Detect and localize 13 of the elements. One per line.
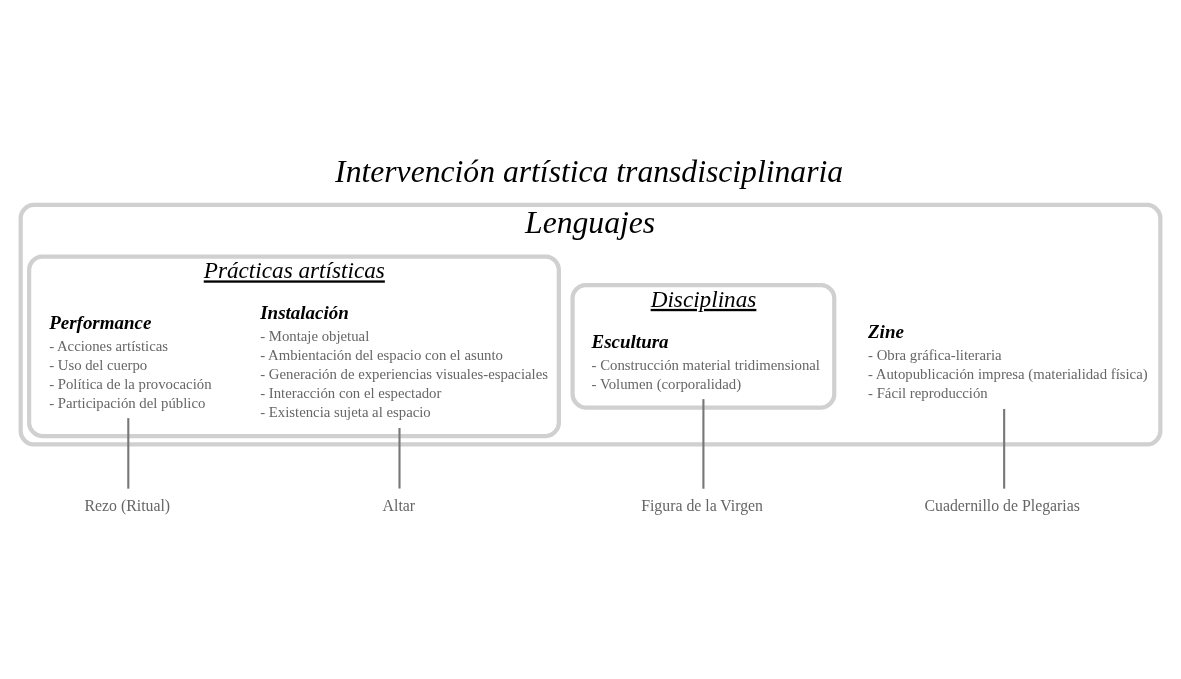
connector [1003,408,1006,489]
connector [702,398,705,489]
connector [398,427,401,489]
node-text: Altar [382,496,416,514]
diagram-title: Intervención artística transdisciplinaria [335,153,844,189]
node-text: Rezo (Ritual) [84,496,171,514]
node-text: Escultura - Construcción material tridimensional - Volumen (corporalidad) [591,330,820,392]
node-text: Instalación - Montaje objetual - Ambientación del espacio con el asunto - Generación de experiencias visuales-espaciales - Interacción con el espectador - Existencia sujeta al espacio [260,301,548,420]
node-text: Cuadernillo de Plegarias [924,496,1080,514]
node-text: Performance - Acciones artísticas - Uso del cuerpo - Política de la provocación - Participación del público [49,311,212,411]
node-text: Figura de la Virgen [641,496,764,514]
connector [127,417,130,489]
node-text: Zine - Obra gráfica-literaria - Autopublicación impresa (materialidad física) - Fácil reproducción [868,320,1148,401]
